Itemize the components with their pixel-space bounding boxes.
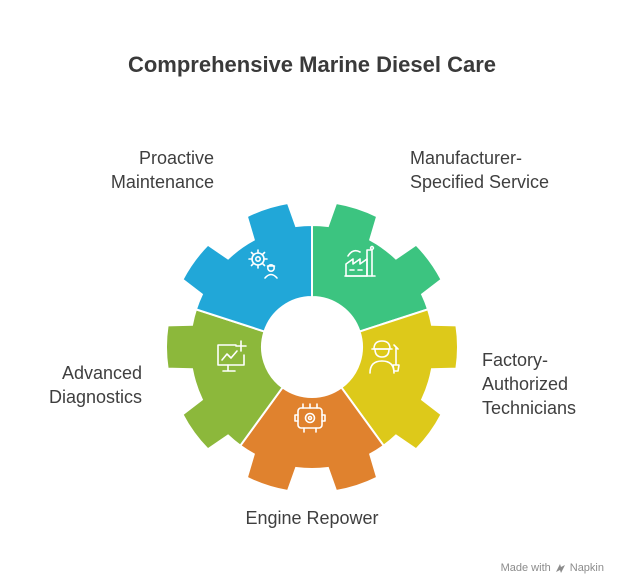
factory-icon <box>344 245 376 277</box>
page-title: Comprehensive Marine Diesel Care <box>127 52 497 77</box>
label-factory-authorized-technicians: Factory- Authorized Technicians <box>482 350 577 418</box>
label-manufacturer-specified-service: Manufacturer- Specified Service <box>410 148 550 192</box>
diagnostics-monitor-icon <box>217 340 247 372</box>
label-proactive-maintenance: Proactive Maintenance <box>110 148 214 192</box>
technician-icon <box>369 340 400 374</box>
gear-hub <box>262 297 362 397</box>
label-engine-repower: Engine Repower <box>245 508 379 528</box>
maintenance-gear-worker-icon <box>248 249 278 279</box>
napkin-footer: Made with Napkin <box>500 562 604 574</box>
engine-icon <box>294 403 326 433</box>
label-advanced-diagnostics: Advanced Diagnostics <box>48 363 142 407</box>
napkin-logo-icon <box>555 563 565 573</box>
